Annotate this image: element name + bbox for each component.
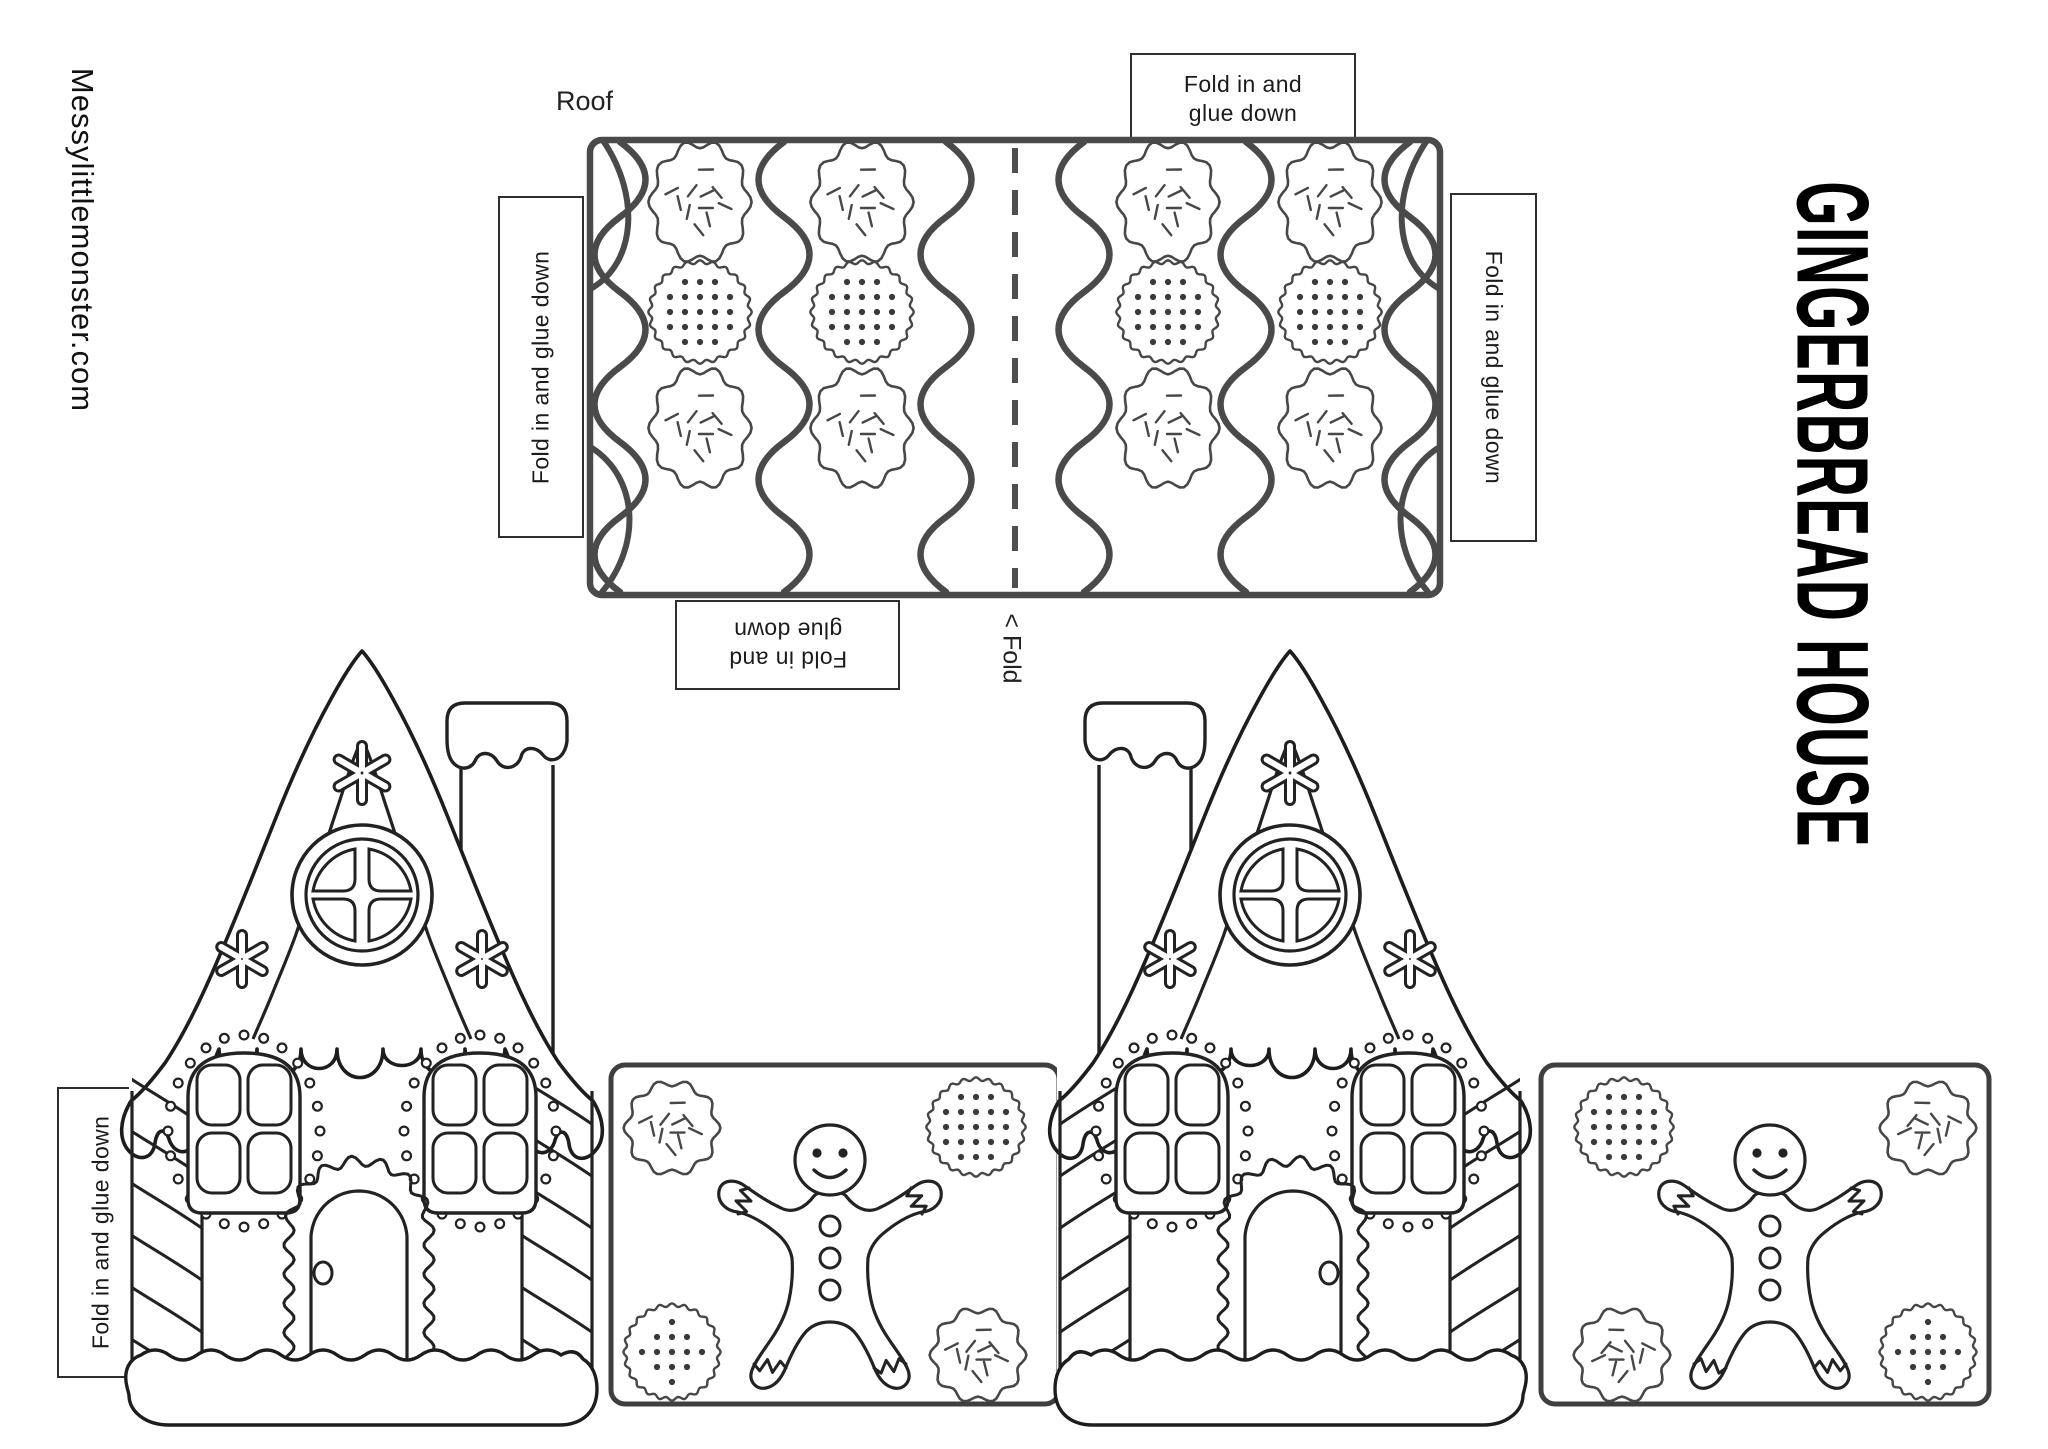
side-panel-right [1541, 1065, 1989, 1404]
house-back [1050, 651, 1531, 1441]
watermark: Messylittlemonster.com [58, 67, 106, 413]
side-panel-left [611, 1065, 1059, 1404]
roof-label: Roof [556, 86, 614, 116]
fold-label: < Fold [988, 600, 1034, 696]
roof-template [586, 136, 1444, 599]
page-title: GINGERBREAD HOUSE [1776, 178, 1890, 850]
flap-top: Fold in and glue down [1130, 53, 1356, 144]
flap-bottom: Fold in and glue down [675, 600, 900, 690]
house-front [122, 651, 603, 1441]
flap-right: Fold in and glue down [1450, 193, 1537, 542]
flap-top-label: Fold in and glue down [1183, 70, 1303, 126]
flap-left: Fold in and glue down [498, 196, 584, 538]
watermark-text: Messylittlemonster.com [65, 67, 101, 413]
page-title-text: GINGERBREAD HOUSE [1775, 180, 1890, 848]
fold-label-text: < Fold [997, 612, 1026, 684]
